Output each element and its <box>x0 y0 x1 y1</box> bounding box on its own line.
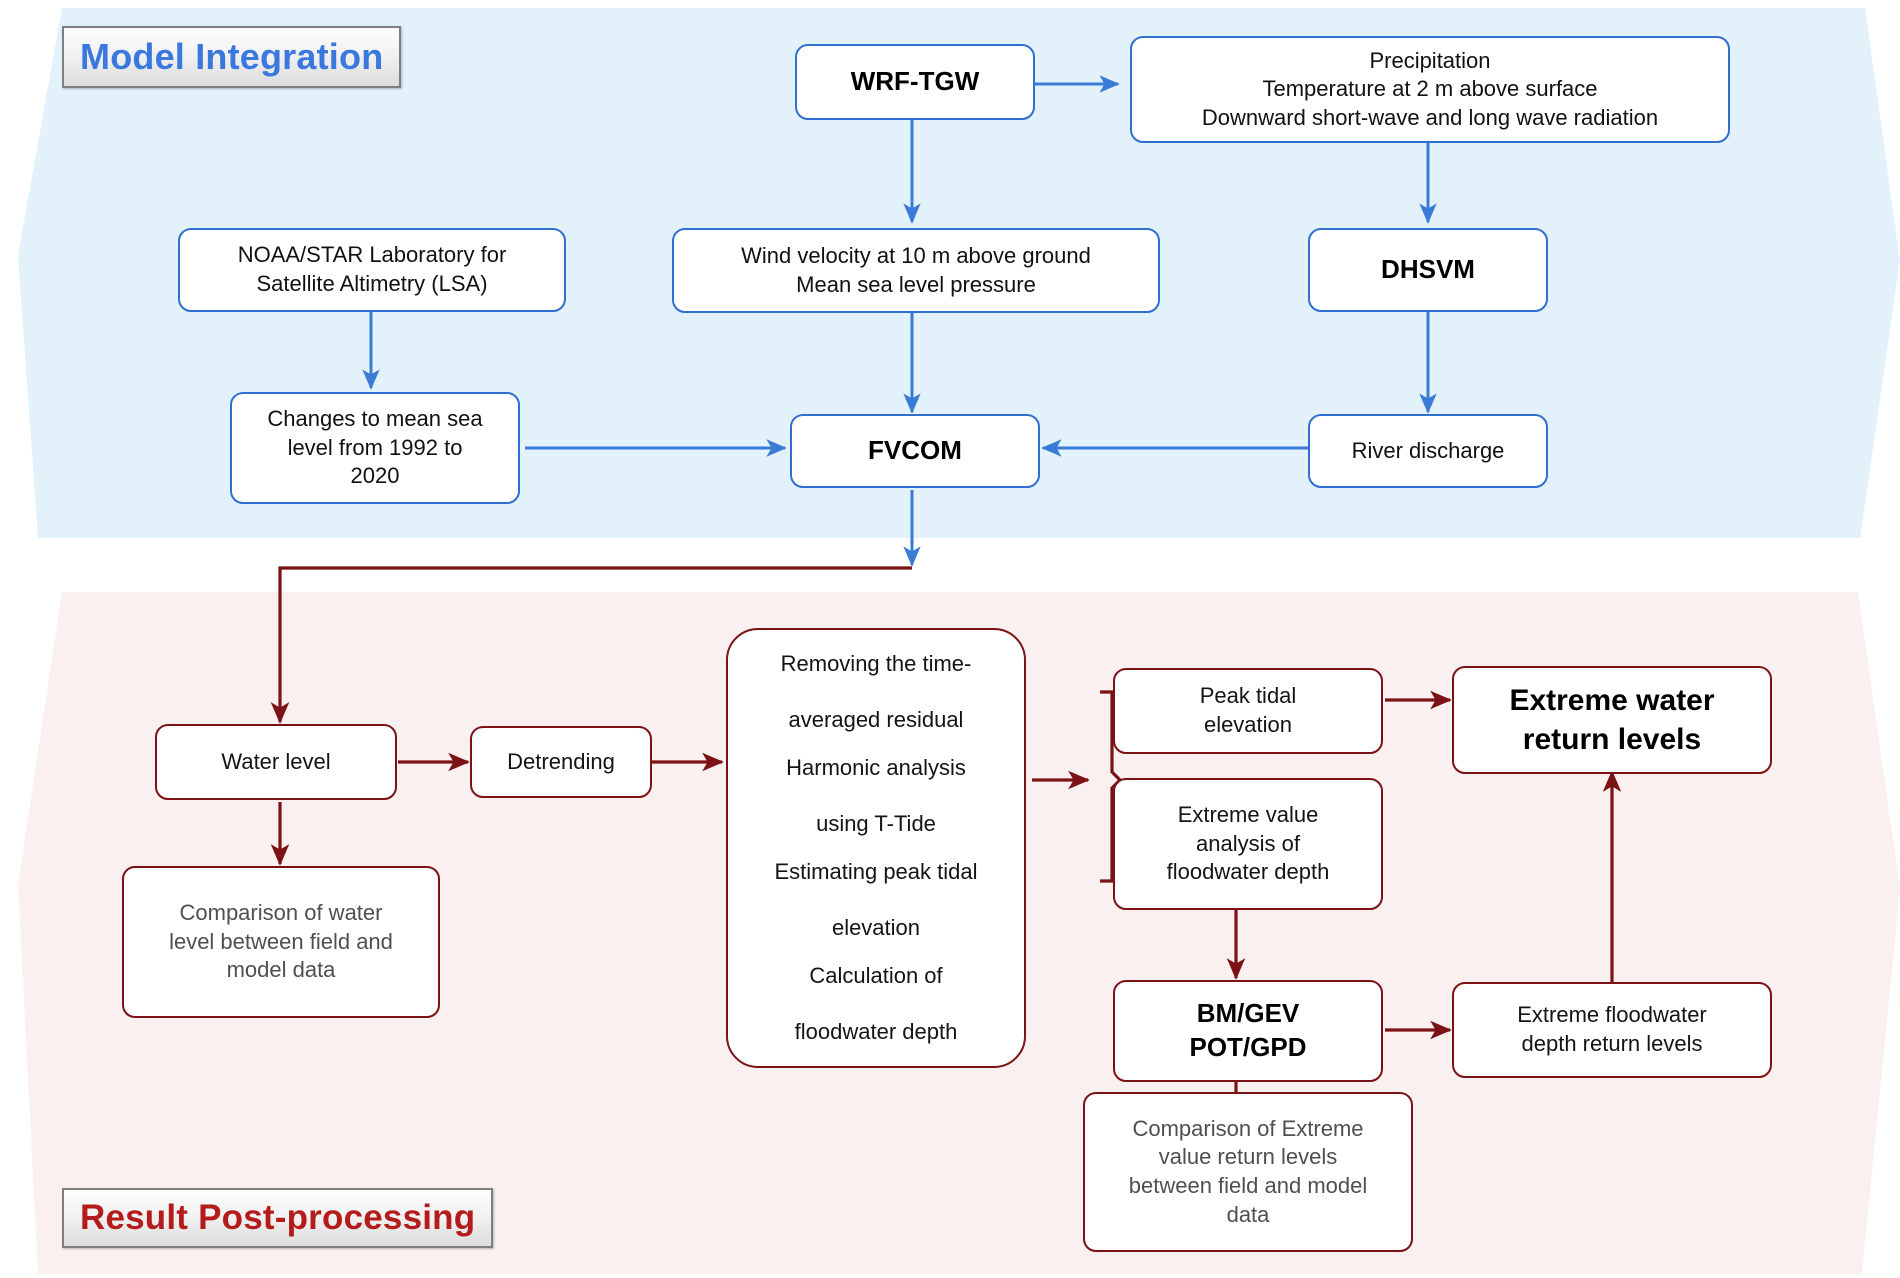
node-comparison-extreme-value[interactable]: Comparison of Extreme value return level… <box>1083 1092 1413 1252</box>
ewrl-line-1: Extreme water <box>1509 684 1715 717</box>
node-water-level-label: Water level <box>221 748 331 774</box>
msl-line-3: 2020 <box>350 463 400 489</box>
cmp-extreme-line-3: between field and model <box>1128 1173 1368 1198</box>
cmp-extreme-line-4: data <box>1226 1201 1270 1227</box>
node-wrf-tgw-label: WRF-TGW <box>850 66 980 97</box>
processing-step-0: Removing the time- averaged residual <box>732 650 1020 734</box>
processing-step-2-line-2: elevation <box>831 915 921 940</box>
noaa-line-1: NOAA/STAR Laboratory for <box>237 242 507 268</box>
node-fvcom-label: FVCOM <box>868 435 962 466</box>
cmp-water-line-1: Comparison of water <box>179 900 383 926</box>
ewrl-line-2: return levels <box>1522 723 1702 756</box>
processing-step-3-line-2: floodwater depth <box>794 1018 958 1044</box>
atmos-line-2: Temperature at 2 m above surface <box>1262 76 1598 102</box>
eva-line-2: analysis of <box>1196 830 1300 856</box>
node-bm-gev-pot-gpd[interactable]: BM/GEV POT/GPD <box>1113 980 1383 1082</box>
cmp-extreme-line-1: Comparison of Extreme <box>1132 1115 1364 1141</box>
node-peak-tidal-elevation[interactable]: Peak tidal elevation <box>1113 668 1383 754</box>
model-integration-title: Model Integration <box>62 26 402 88</box>
peak-tidal-line-2: elevation <box>1203 712 1293 737</box>
node-river-discharge-label: River discharge <box>1351 437 1505 463</box>
wind-line-1: Wind velocity at 10 m above ground <box>741 242 1091 268</box>
eva-line-1: Extreme value <box>1177 802 1319 828</box>
bmgev-line-1: BM/GEV <box>1196 998 1300 1029</box>
node-wind-velocity[interactable]: Wind velocity at 10 m above ground Mean … <box>672 228 1160 313</box>
node-processing-steps[interactable]: Removing the time- averaged residual Har… <box>726 628 1026 1068</box>
node-river-discharge[interactable]: River discharge <box>1308 414 1548 488</box>
processing-step-1-line-1: Harmonic analysis <box>786 754 966 780</box>
eva-line-3: floodwater depth <box>1166 859 1330 885</box>
node-wrf-tgw[interactable]: WRF-TGW <box>795 44 1035 120</box>
processing-step-3-line-1: Calculation of <box>809 962 943 988</box>
node-noaa-star-lsa[interactable]: NOAA/STAR Laboratory for Satellite Altim… <box>178 228 566 312</box>
efd-line-1: Extreme floodwater <box>1517 1002 1707 1028</box>
wind-line-2: Mean sea level pressure <box>796 271 1036 297</box>
msl-line-1: Changes to mean sea <box>267 406 483 432</box>
cmp-extreme-line-2: value return levels <box>1158 1144 1338 1170</box>
processing-step-3: Calculation of floodwater depth <box>732 962 1020 1046</box>
processing-step-list: Removing the time- averaged residual Har… <box>728 630 1024 1066</box>
processing-step-2: Estimating peak tidal elevation <box>732 858 1020 942</box>
node-fvcom[interactable]: FVCOM <box>790 414 1040 488</box>
processing-step-1: Harmonic analysis using T-Tide <box>732 754 1020 838</box>
node-water-level[interactable]: Water level <box>155 724 397 800</box>
processing-step-0-line-1: Removing the time- <box>780 651 972 676</box>
atmos-line-3: Downward short-wave and long wave radiat… <box>1201 104 1659 130</box>
cmp-water-line-2: level between field and <box>169 928 393 954</box>
node-extreme-value-analysis[interactable]: Extreme value analysis of floodwater dep… <box>1113 778 1383 910</box>
atmos-line-1: Precipitation <box>1369 47 1491 73</box>
noaa-line-2: Satellite Altimetry (LSA) <box>256 271 488 296</box>
peak-tidal-line-1: Peak tidal <box>1199 683 1297 709</box>
node-comparison-water-level[interactable]: Comparison of water level between field … <box>122 866 440 1018</box>
processing-step-2-line-1: Estimating peak tidal <box>774 858 978 884</box>
node-detrending-label: Detrending <box>507 748 615 774</box>
cmp-water-line-3: model data <box>226 957 336 983</box>
processing-step-0-line-2: averaged residual <box>788 707 964 733</box>
efd-line-2: depth return levels <box>1521 1031 1703 1056</box>
node-mean-sea-level-change[interactable]: Changes to mean sea level from 1992 to 2… <box>230 392 520 504</box>
node-detrending[interactable]: Detrending <box>470 726 652 798</box>
node-atmospheric-forcing[interactable]: Precipitation Temperature at 2 m above s… <box>1130 36 1730 143</box>
msl-line-2: level from 1992 to <box>287 434 463 460</box>
node-extreme-water-return-levels[interactable]: Extreme water return levels <box>1452 666 1772 774</box>
node-dhsvm-label: DHSVM <box>1381 254 1475 285</box>
processing-step-1-line-2: using T-Tide <box>816 811 936 837</box>
bmgev-line-2: POT/GPD <box>1189 1032 1307 1062</box>
node-extreme-floodwater-depth-return-levels[interactable]: Extreme floodwater depth return levels <box>1452 982 1772 1078</box>
result-post-processing-title: Result Post-processing <box>62 1188 494 1248</box>
node-dhsvm[interactable]: DHSVM <box>1308 228 1548 312</box>
